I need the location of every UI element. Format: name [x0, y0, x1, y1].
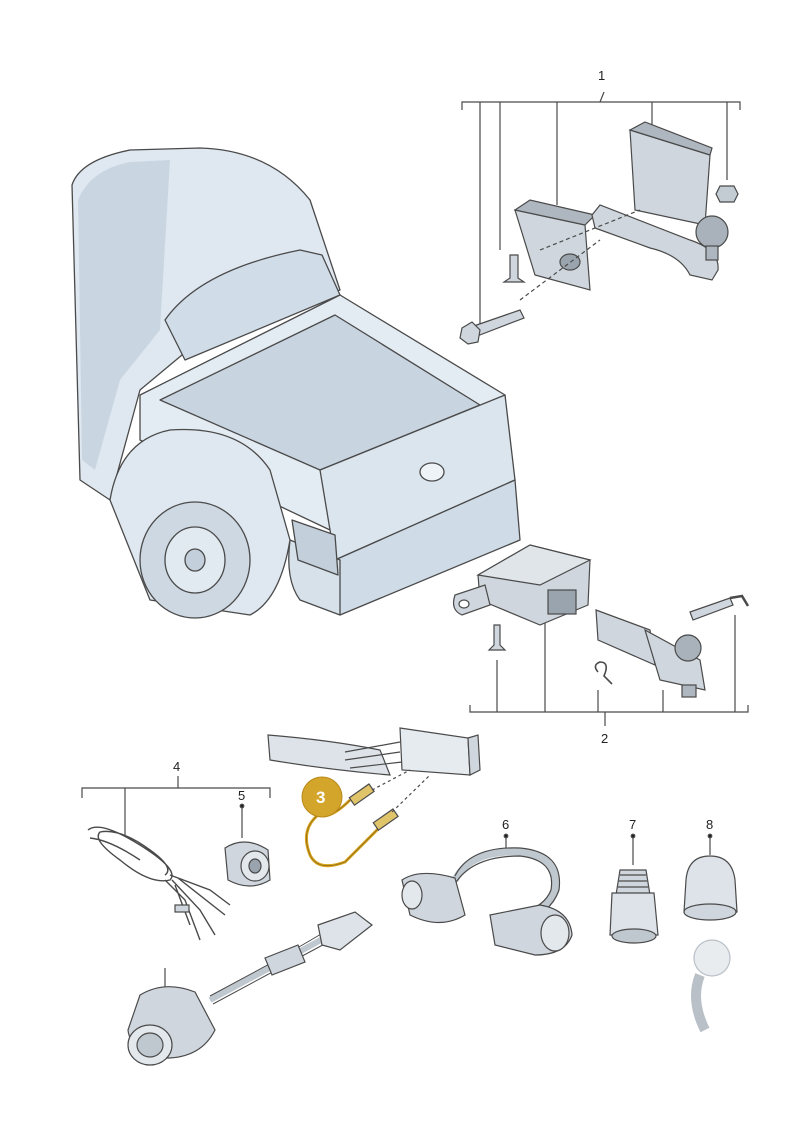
callout-4-label[interactable]: 4 — [173, 759, 180, 774]
callout-3-label[interactable]: 3 — [316, 788, 325, 807]
leader-dot — [503, 833, 509, 839]
trailer-socket-pins — [136, 1032, 164, 1058]
adapter-lead-plug-b — [372, 808, 399, 831]
plug-neck — [615, 869, 651, 896]
vehicle-harness — [267, 734, 391, 776]
part-6-socket-adapter — [401, 833, 573, 956]
plug-face — [611, 928, 657, 944]
truck-wheel-hub — [184, 548, 206, 572]
plug-body — [609, 892, 659, 936]
truck-taillight — [291, 519, 339, 576]
pickup-truck-illustration — [71, 147, 521, 619]
leader-dot — [239, 803, 245, 809]
hitch-receiver-opening — [547, 589, 577, 615]
towbar-long-bolt-head — [459, 321, 481, 345]
wiring-coil — [87, 826, 173, 882]
towbar-assembly-guide — [519, 209, 641, 301]
leader-dot — [707, 833, 713, 839]
towbar-receiver-hole — [559, 253, 581, 271]
towbar-arm — [591, 204, 719, 281]
adapter-lead-guide — [371, 769, 431, 813]
part-1-towbar-assembly — [459, 91, 741, 345]
hitch-pin-handle — [729, 594, 750, 607]
wiring-connector-tag — [174, 904, 190, 913]
tow-neck-ghost — [691, 973, 710, 1033]
hitch-ball-nut — [681, 684, 697, 698]
part-3-adapter-lead — [267, 727, 481, 868]
adapter-plug-right-face — [540, 914, 570, 952]
towbar-ball — [695, 215, 729, 249]
hitch-mount-ear — [452, 584, 491, 616]
callout-3-badge[interactable] — [301, 776, 343, 818]
truck-cab-shade — [78, 160, 170, 470]
part-2-receiver-hitch — [452, 544, 750, 726]
towbar-nut — [715, 185, 739, 203]
hitch-bolt — [487, 624, 507, 651]
truck-tailgate-handle — [419, 462, 445, 482]
callout-2-label[interactable]: 2 — [601, 731, 608, 746]
callout-1-bracket — [461, 91, 741, 110]
vehicle-connector-face — [467, 734, 481, 776]
tow-ball-ghost — [693, 939, 731, 977]
towbar-ball-neck — [705, 245, 719, 261]
callout-4-bracket — [81, 776, 271, 798]
plug-grip-lines — [618, 874, 648, 888]
towbar-small-bolt — [502, 254, 526, 283]
hitch-ball — [674, 634, 702, 662]
callout-1-label[interactable]: 1 — [598, 68, 605, 83]
hitch-ball-mount-shank — [595, 609, 656, 666]
towbar-mount-plate-side — [628, 121, 713, 156]
part-5-connector-housing — [224, 803, 271, 887]
part-8-ball-cap — [683, 833, 738, 1033]
callout-5-label[interactable]: 5 — [238, 788, 245, 803]
callout-6-label[interactable]: 6 — [502, 817, 509, 832]
trailer-cable-connector — [317, 911, 373, 951]
callout-8-label[interactable]: 8 — [706, 817, 713, 832]
adapter-lead-plug-a — [348, 783, 375, 806]
ball-cap-rim — [683, 903, 737, 921]
callout-2-bracket — [469, 705, 749, 726]
hitch-clip — [594, 661, 613, 685]
hitch-ear-hole — [458, 599, 470, 609]
vehicle-harness-wires — [344, 741, 403, 769]
truck-rear-window — [164, 249, 341, 361]
hitch-pin — [689, 597, 734, 621]
adapter-plug-left-face — [401, 880, 423, 910]
vehicle-connector — [399, 727, 471, 776]
hitch-receiver-top — [476, 544, 592, 586]
part-7-trailer-plug — [609, 833, 659, 944]
trailer-cable-inline-plug — [264, 944, 306, 976]
callout-7-label[interactable]: 7 — [629, 817, 636, 832]
connector-housing-core — [248, 858, 262, 874]
part-4-wiring-set — [81, 776, 373, 1066]
leader-dot — [630, 833, 636, 839]
